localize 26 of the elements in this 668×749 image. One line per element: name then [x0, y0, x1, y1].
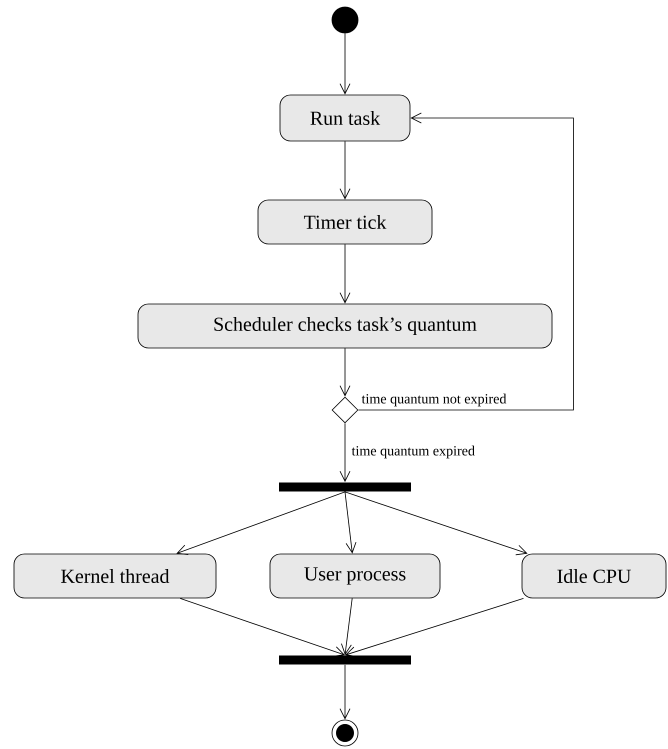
start-node: [332, 6, 358, 34]
arrow: [344, 492, 356, 554]
arrow: [341, 598, 353, 656]
decision-diamond: [332, 396, 358, 424]
arrow: [176, 492, 346, 555]
arrow: [340, 348, 350, 397]
arrow: [340, 33, 350, 95]
activity-box: Idle CPU: [522, 554, 666, 598]
arrow: [340, 423, 350, 482]
activity-box: Scheduler checks task’s quantum: [138, 304, 552, 348]
arrow: [340, 141, 350, 200]
activity-box: Timer tick: [258, 200, 432, 244]
sync-bar: [279, 656, 411, 664]
arrow: [345, 598, 524, 657]
arrow: [344, 492, 528, 556]
edge-label: time quantum not expired: [360, 392, 508, 408]
activity-box: Run task: [280, 94, 410, 142]
arrow: [358, 112, 574, 410]
arrow: [340, 664, 350, 720]
activity-box: Kernel thread: [14, 554, 216, 598]
end-node: [332, 720, 358, 746]
edge-label: time quantum expired: [350, 444, 476, 460]
arrow: [180, 598, 345, 657]
sync-bar: [279, 482, 411, 492]
activity-box: User process: [270, 554, 440, 598]
arrow: [340, 244, 350, 304]
